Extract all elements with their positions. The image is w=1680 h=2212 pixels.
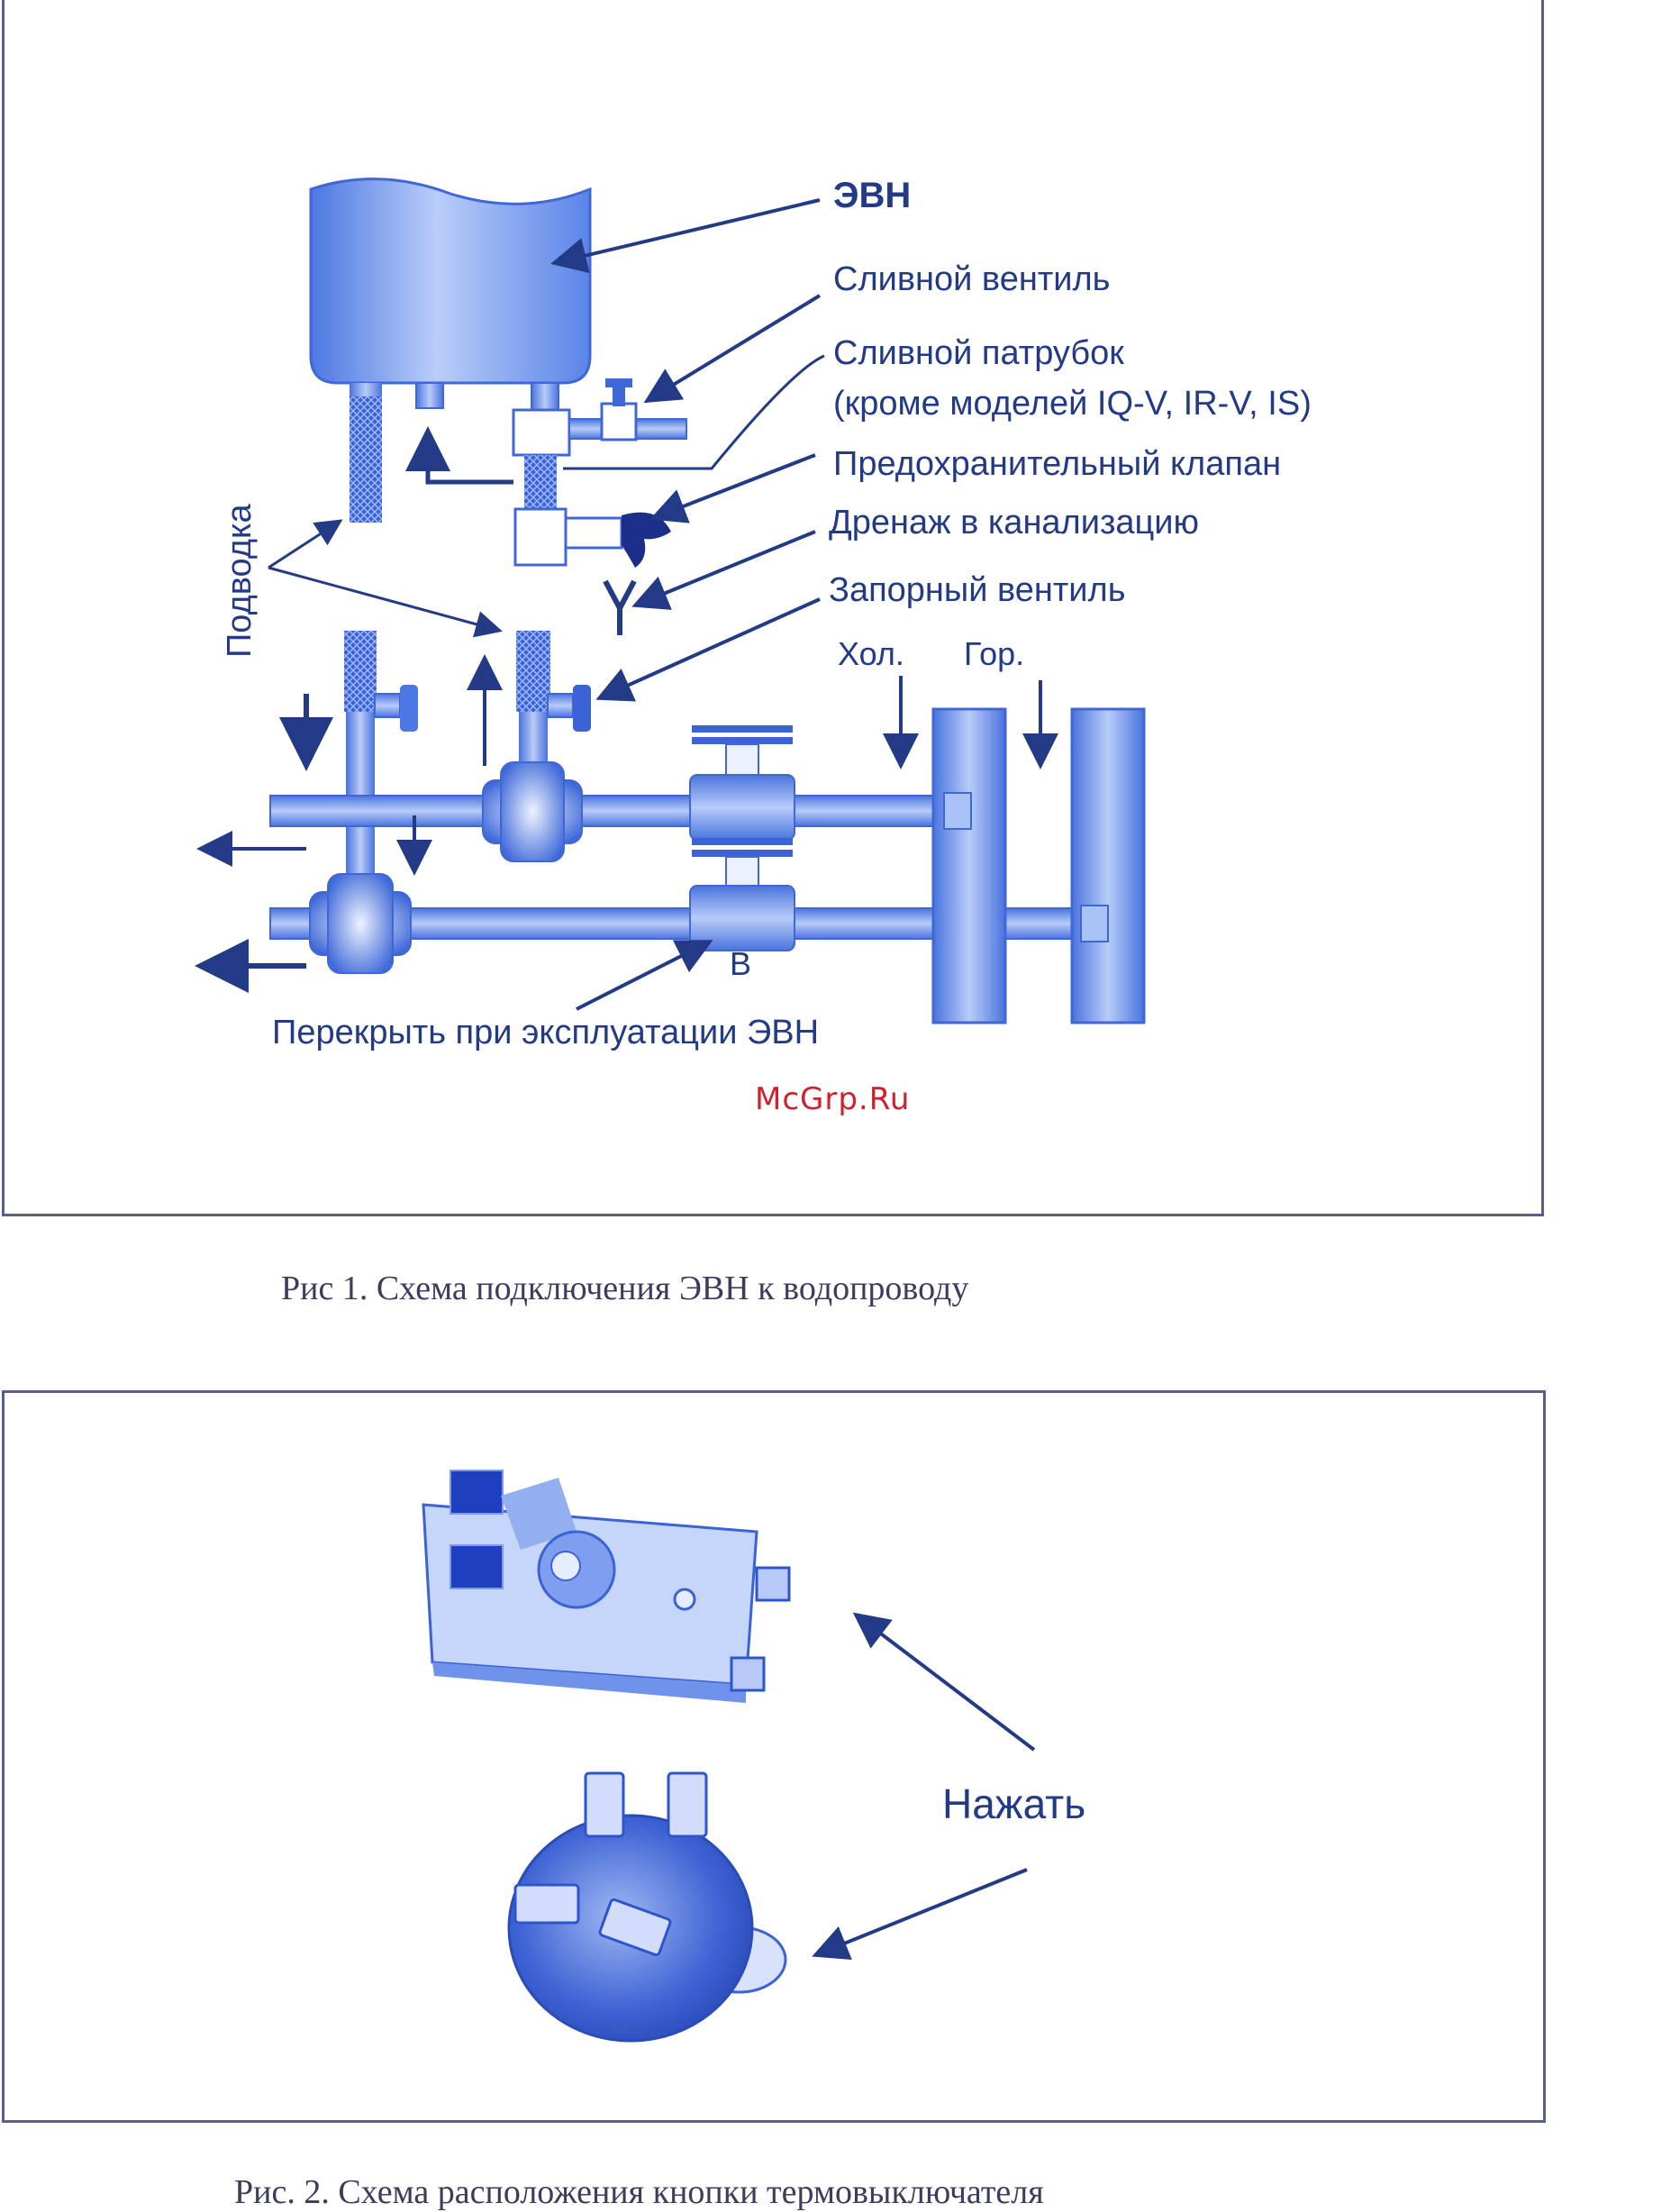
label-drain-pipe-1: Сливной патрубок (833, 334, 1124, 372)
figure-2-caption: Рис. 2. Схема расположения кнопки термов… (234, 2172, 1044, 2212)
label-sewer-drain: Дренаж в канализацию (829, 504, 1199, 542)
leader-press-bottom (815, 1870, 1027, 1955)
supply-hose-left (344, 631, 377, 712)
leader-evn (554, 200, 820, 263)
drain-pipe-return-arrow (428, 431, 513, 482)
label-evn: ЭВН (833, 176, 911, 215)
leader-press-top (856, 1615, 1034, 1750)
round-thermostat (509, 1773, 786, 2041)
leader-safety-valve (653, 455, 815, 518)
cold-water-riser (933, 709, 1005, 1023)
supply-hose-drain (524, 455, 557, 509)
leader-sewer-drain (635, 532, 815, 605)
label-valve-b: В (730, 945, 751, 982)
label-cold: Хол. (838, 635, 904, 672)
water-heater-tank (311, 179, 590, 383)
safety-valve (515, 509, 671, 568)
hot-water-riser (1072, 709, 1144, 1023)
cold-riser-inlet (944, 793, 971, 829)
leader-supply-2 (268, 568, 500, 631)
watermark: McGrp.Ru (755, 1081, 910, 1117)
left-shutoff-valve (375, 685, 418, 732)
right-shutoff-valve (548, 685, 591, 732)
figure-1-caption: Рис 1. Схема подключения ЭВН к водопрово… (281, 1269, 968, 1308)
upper-tee-fitting (483, 762, 582, 861)
leader-close-note (577, 942, 710, 1009)
hot-riser-inlet (1081, 906, 1108, 942)
label-hot: Гор. (964, 635, 1024, 672)
leader-supply-1 (268, 521, 341, 568)
supply-hose-right (516, 631, 550, 712)
lower-tee-fitting (310, 874, 411, 973)
upper-horizontal-pipe (270, 796, 964, 826)
label-shutoff-valve: Запорный вентиль (829, 571, 1126, 609)
rectangular-thermostat (423, 1470, 789, 1703)
leader-drain-valve (647, 296, 820, 401)
leader-shutoff-valve (599, 599, 820, 698)
label-drain-valve: Сливной вентиль (833, 260, 1110, 298)
label-safety-valve: Предохранительный клапан (833, 445, 1281, 483)
label-close-note: Перекрыть при эксплуатации ЭВН (272, 1014, 819, 1051)
label-drain-pipe-2: (кроме моделей IQ-V, IR-V, IS) (833, 385, 1312, 423)
lower-ball-valve (690, 838, 795, 951)
label-supply: Подводка (221, 504, 259, 658)
supply-hose-tank (350, 396, 382, 523)
sewer-funnel-icon (605, 581, 634, 635)
label-press: Нажать (942, 1780, 1085, 1827)
upper-ball-valve (690, 725, 795, 840)
